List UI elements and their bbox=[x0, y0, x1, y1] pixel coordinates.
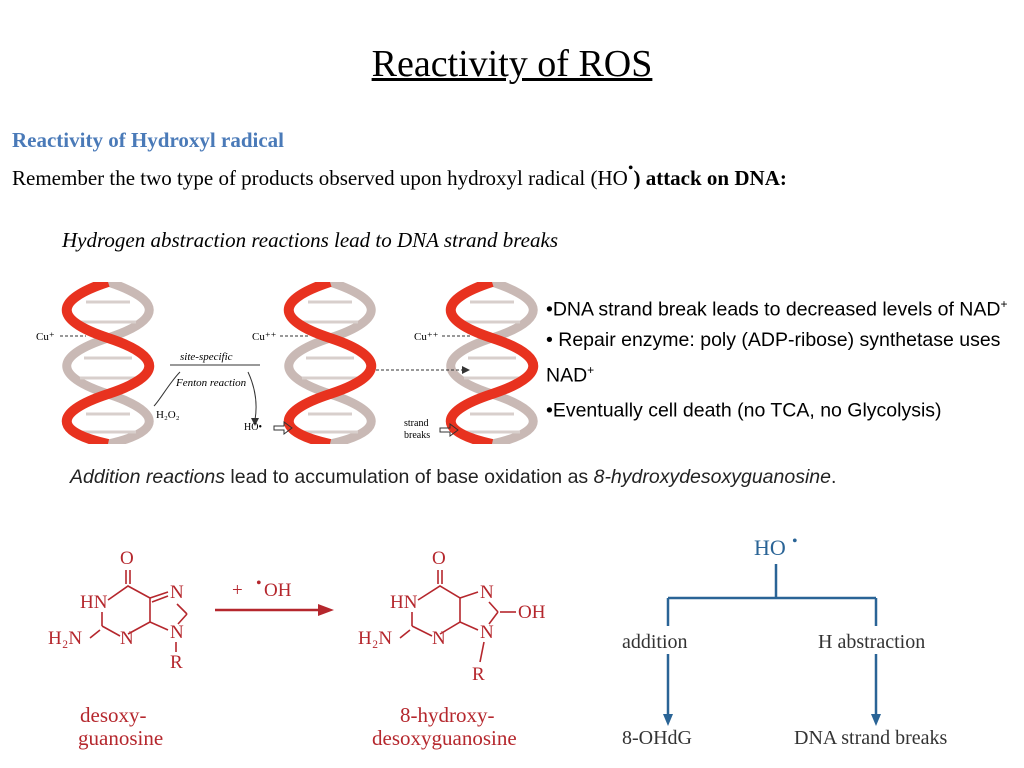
plus-sign: + bbox=[232, 580, 243, 601]
hydrogen-abstraction-heading: Hydrogen abstraction reactions lead to D… bbox=[62, 228, 558, 252]
tree-root-label: HO bbox=[754, 535, 786, 560]
left-arrow-head bbox=[663, 714, 673, 726]
addition-reactions-sentence: Addition reactions lead to accumulation … bbox=[70, 466, 837, 488]
svg-text:O: O bbox=[120, 548, 134, 569]
svg-text:N: N bbox=[170, 582, 184, 603]
svg-text:OH: OH bbox=[518, 602, 546, 623]
reactant-label-line2: guanosine bbox=[78, 726, 163, 750]
site-specific-label: site-specific bbox=[180, 351, 233, 363]
oh-radical-dot: • bbox=[256, 575, 262, 592]
intro-sentence: Remember the two type of products observ… bbox=[12, 160, 787, 191]
dna-strand-break-figure: Cu⁺ Cu⁺⁺ Cu⁺⁺ site-specific Fenton react… bbox=[36, 282, 540, 444]
product-label-line2: desoxyguanosine bbox=[372, 726, 517, 750]
svg-text:HN: HN bbox=[80, 592, 108, 613]
svg-text:HN: HN bbox=[390, 592, 418, 613]
svg-text:N: N bbox=[170, 622, 184, 643]
svg-text:H₂N: H₂N bbox=[48, 628, 82, 649]
cu-plus-plus-label-2: Cu⁺⁺ bbox=[414, 331, 439, 343]
guanosine-oxidation-reaction: O HN N N N R H₂N desoxy- guanosine + • bbox=[48, 548, 546, 750]
intro-text: Remember the two type of products observ… bbox=[12, 166, 628, 190]
svg-text:R: R bbox=[472, 664, 485, 685]
strand-label: strand bbox=[404, 418, 428, 429]
bullet-list: •DNA strand break leads to decreased lev… bbox=[546, 289, 1016, 426]
section-subtitle: Reactivity of Hydroxyl radical bbox=[12, 128, 284, 152]
slide-title: Reactivity of ROS bbox=[371, 43, 653, 85]
svg-text:N: N bbox=[480, 582, 494, 603]
cu-plus-plus-label-1: Cu⁺⁺ bbox=[252, 331, 277, 343]
radical-dot: • bbox=[627, 160, 634, 177]
oh-radical: OH bbox=[264, 580, 292, 601]
svg-text:R: R bbox=[170, 652, 183, 673]
product-label-line1: 8-hydroxy- bbox=[400, 703, 494, 727]
bullet-item-1: •DNA strand break leads to decreased lev… bbox=[546, 297, 1008, 321]
tree-root-dot: • bbox=[792, 533, 798, 550]
fenton-reaction-label: Fenton reaction bbox=[175, 377, 247, 389]
bullet-item-2: • Repair enzyme: poly (ADP-ribose) synth… bbox=[546, 328, 1001, 387]
tree-left-branch: addition bbox=[622, 631, 688, 653]
desoxyguanosine-structure: O HN N N N R H₂N bbox=[48, 548, 184, 673]
bullet-item-3: •Eventually cell death (no TCA, no Glyco… bbox=[546, 399, 942, 422]
tree-left-result: 8-OHdG bbox=[622, 727, 692, 749]
ho-radical-pathway-diagram: HO • addition H abstraction 8-OHdG DNA s… bbox=[622, 533, 948, 749]
dna-helix-1 bbox=[67, 282, 150, 444]
dna-helix-3 bbox=[451, 282, 534, 444]
ho-radical-label: HO• bbox=[244, 422, 262, 433]
reaction-arrow-head bbox=[318, 604, 334, 616]
dna-helix-2 bbox=[289, 282, 372, 444]
cu-plus-label: Cu⁺ bbox=[36, 331, 55, 343]
svg-text:H₂N: H₂N bbox=[358, 628, 392, 649]
h2o2-label: H₂O₂ bbox=[156, 409, 180, 421]
svg-text:N: N bbox=[480, 622, 494, 643]
tree-right-branch: H abstraction bbox=[818, 631, 925, 653]
tree-right-result: DNA strand breaks bbox=[794, 727, 948, 749]
8-hydroxydesoxyguanosine-structure: O HN N N N R H₂N OH bbox=[358, 548, 546, 685]
reactant-label-line1: desoxy- bbox=[80, 703, 147, 727]
breaks-label: breaks bbox=[404, 430, 430, 441]
right-arrow-head bbox=[871, 714, 881, 726]
svg-text:O: O bbox=[432, 548, 446, 569]
intro-bold-text: ) attack on DNA: bbox=[633, 166, 787, 190]
